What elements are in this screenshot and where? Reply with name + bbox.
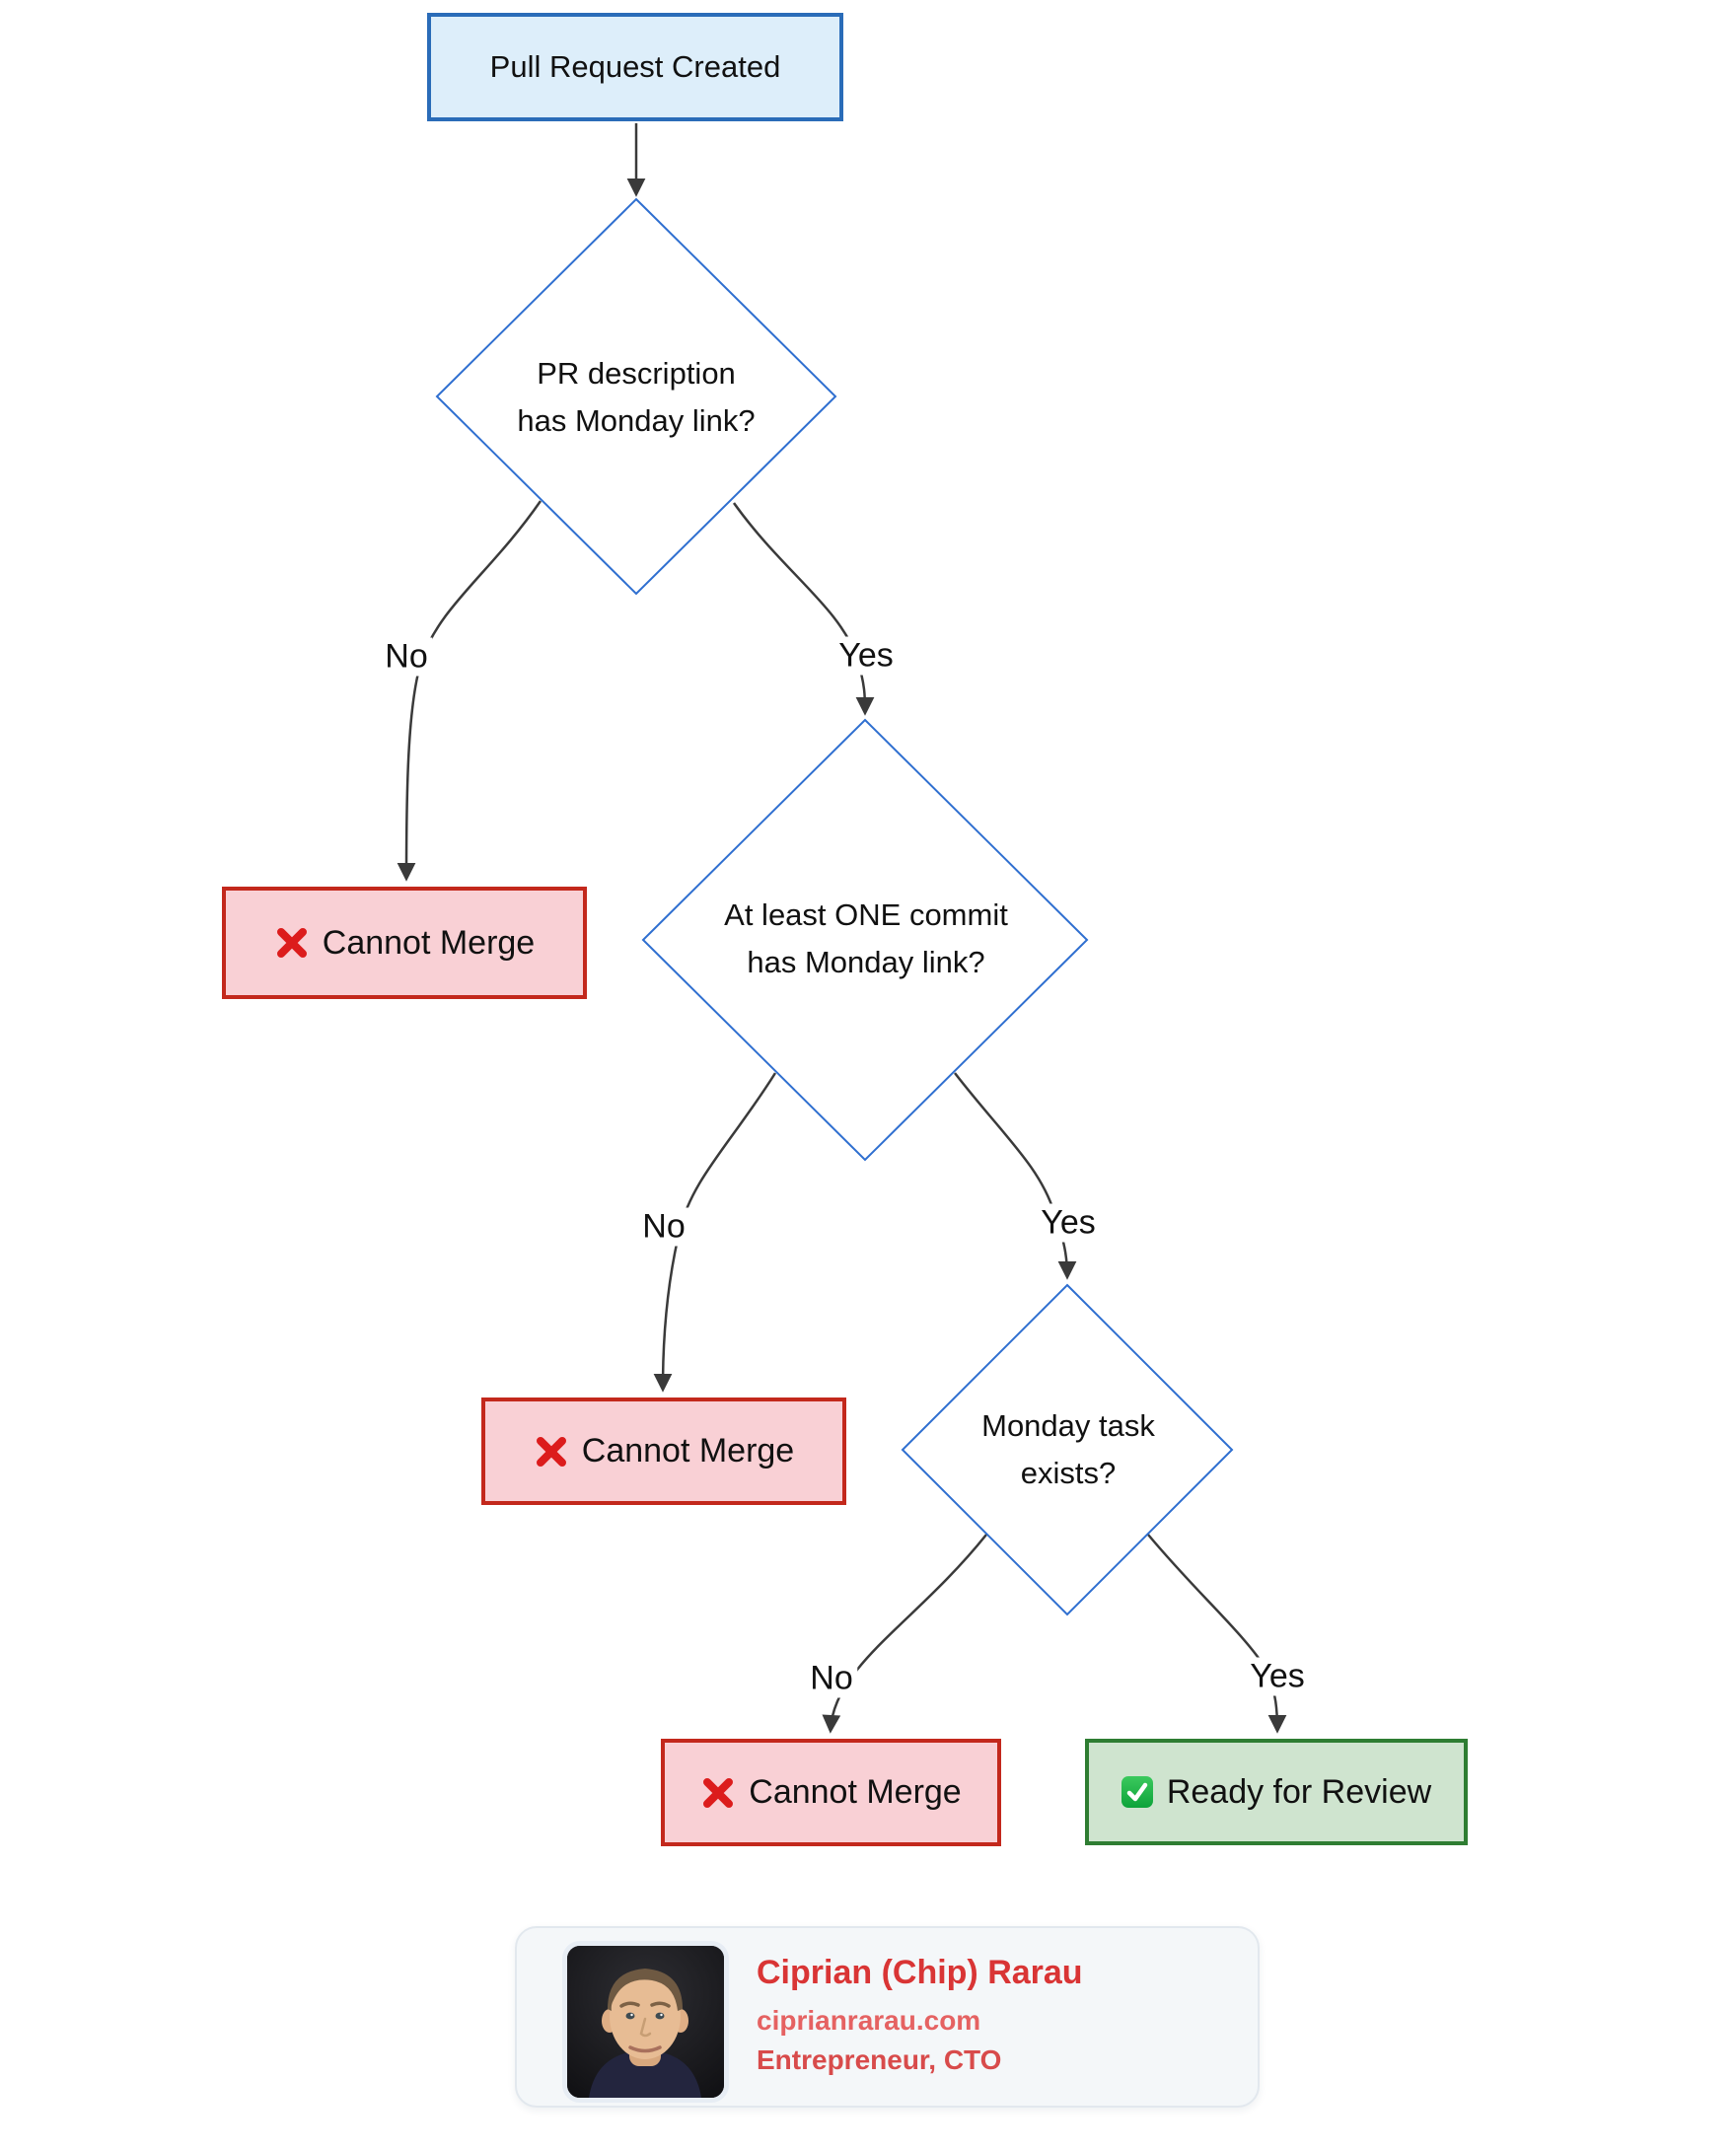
- cannot-merge-label: Cannot Merge: [749, 1773, 962, 1811]
- edge-label-no-3: No: [805, 1659, 858, 1698]
- portrait-photo: [567, 1946, 724, 2098]
- x-icon: [274, 925, 310, 961]
- avatar: [562, 1941, 729, 2103]
- edge-label-yes-3: Yes: [1245, 1657, 1310, 1696]
- edge-label-no-1: No: [380, 637, 433, 677]
- ready-for-review-label: Ready for Review: [1166, 1772, 1432, 1811]
- node-start: Pull Request Created: [427, 13, 843, 121]
- edge-d3-no: [822, 1534, 987, 1734]
- author-website: ciprianrarau.com: [757, 2005, 981, 2036]
- decision-commit-link-line1: At least ONE commit: [724, 897, 1008, 932]
- decision-pr-description-line1: PR description: [537, 356, 736, 391]
- edge-d1-no: [397, 500, 542, 882]
- decision-task-exists-label: Monday task exists?: [981, 1402, 1155, 1497]
- x-icon: [534, 1434, 569, 1469]
- decision-pr-description-label: PR description has Monday link?: [517, 350, 755, 445]
- node-ready-for-review: Ready for Review: [1085, 1739, 1468, 1845]
- decision-task-exists-line1: Monday task: [981, 1408, 1155, 1443]
- cannot-merge-label: Cannot Merge: [581, 1432, 795, 1469]
- check-icon: [1121, 1776, 1153, 1808]
- edge-label-yes-1: Yes: [833, 636, 899, 676]
- edge-d2-yes: [954, 1072, 1077, 1280]
- edge-d3-yes: [1147, 1534, 1287, 1734]
- decision-diamond-task-exists: [901, 1283, 1234, 1616]
- decision-task-exists-line2: exists?: [1020, 1456, 1117, 1490]
- author-card: Ciprian (Chip) Rarau ciprianrarau.com En…: [515, 1926, 1260, 2108]
- decision-commit-link-label: At least ONE commit has Monday link?: [724, 892, 1008, 986]
- edge-label-yes-2: Yes: [1036, 1203, 1101, 1243]
- decision-diamond-pr-description: [435, 197, 837, 596]
- node-cannot-merge-2: Cannot Merge: [481, 1398, 846, 1505]
- author-title: Entrepreneur, CTO: [757, 2044, 1002, 2075]
- node-start-label: Pull Request Created: [489, 49, 781, 84]
- node-cannot-merge-3: Cannot Merge: [661, 1739, 1001, 1846]
- edge-label-no-2: No: [637, 1207, 690, 1247]
- decision-commit-link-line2: has Monday link?: [747, 945, 985, 979]
- decision-diamond-commit-link: [641, 718, 1089, 1162]
- cannot-merge-label: Cannot Merge: [322, 923, 536, 962]
- decision-pr-description-line2: has Monday link?: [517, 403, 756, 438]
- node-cannot-merge-1: Cannot Merge: [222, 887, 587, 999]
- edge-d1-yes: [732, 502, 875, 716]
- x-icon: [700, 1775, 736, 1811]
- author-name: Ciprian (Chip) Rarau: [757, 1954, 1083, 1991]
